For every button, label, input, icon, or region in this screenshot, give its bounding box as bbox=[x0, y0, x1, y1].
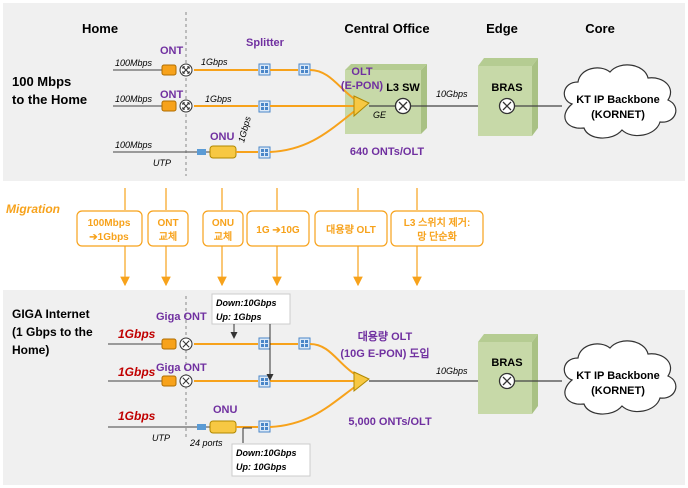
bottom-splitter-icon-4 bbox=[258, 420, 271, 433]
migration-box-5 bbox=[314, 210, 388, 247]
core-cloud-bottom-line2: (KORNET) bbox=[591, 385, 645, 397]
top-row-label-1: 100 Mbps bbox=[12, 74, 71, 89]
migration-box-2 bbox=[147, 210, 189, 247]
olt-label-bottom-1: 대용량 OLT bbox=[358, 329, 413, 343]
ge-label: GE bbox=[373, 110, 387, 120]
top-speed-1: 100Mbps bbox=[115, 58, 153, 68]
top-speed-2: 100Mbps bbox=[115, 94, 153, 104]
header-home: Home bbox=[82, 21, 118, 36]
bottom-olt-caption: 5,000 ONTs/OLT bbox=[348, 416, 432, 428]
ont-router-icon-1 bbox=[179, 63, 193, 77]
top-uplink-label: 10Gbps bbox=[436, 89, 468, 99]
migration-box-4 bbox=[246, 210, 310, 247]
olt-label-top-1: OLT bbox=[351, 66, 372, 78]
callout-bottom-line1: Down:10Gbps bbox=[236, 448, 297, 458]
top-gbps-1: 1Gbps bbox=[201, 57, 228, 67]
bras-label-bottom: BRAS bbox=[491, 357, 522, 369]
core-cloud-bottom-line1: KT IP Backbone bbox=[576, 370, 660, 382]
callout-bottom-line2: Up: 10Gbps bbox=[236, 462, 287, 472]
ont-router-icon-2 bbox=[179, 99, 193, 113]
olt-label-bottom-2: (10G E-PON) 도입 bbox=[340, 347, 429, 360]
core-cloud-bottom bbox=[563, 340, 677, 415]
bras-label-top: BRAS bbox=[491, 82, 522, 94]
callout-top bbox=[211, 293, 291, 325]
migration-label: Migration bbox=[6, 202, 60, 216]
bottom-row-label-2: (1 Gbps to the bbox=[12, 325, 93, 339]
core-cloud-top bbox=[563, 64, 677, 139]
bottom-splitter-icon-2 bbox=[298, 337, 311, 350]
utp-port-icon bbox=[197, 149, 206, 155]
bottom-row-label-3: Home) bbox=[12, 343, 49, 357]
l3sw-label: L3 SW bbox=[386, 82, 420, 94]
migration-box-6-line2: 망 단순화 bbox=[417, 230, 457, 243]
header-edge: Edge bbox=[486, 21, 518, 36]
giga-ont-device-1 bbox=[161, 338, 177, 350]
migration-box-4-line1: 1G ➔10G bbox=[256, 225, 300, 236]
bottom-utp-label: UTP bbox=[152, 433, 170, 443]
core-cloud-top-line2: (KORNET) bbox=[591, 109, 645, 121]
bottom-splitter-icon-1 bbox=[258, 337, 271, 350]
bottom-uplink-label: 10Gbps bbox=[436, 366, 468, 376]
ont-label-2: ONT bbox=[160, 89, 184, 101]
splitter-icon-2 bbox=[298, 63, 311, 76]
bottom-gbps-3: 1Gbps bbox=[118, 409, 156, 423]
olt-device-top bbox=[353, 95, 370, 118]
bottom-row-label-1: GIGA Internet bbox=[12, 307, 90, 321]
migration-box-3-line2: 교체 bbox=[214, 230, 232, 243]
giga-ont-label-2: Giga ONT bbox=[156, 362, 207, 374]
migration-box-6 bbox=[390, 210, 484, 247]
onu-device bbox=[209, 145, 237, 159]
bottom-gbps-1: 1Gbps bbox=[118, 327, 156, 341]
migration-box-3 bbox=[202, 210, 244, 247]
header-core: Core bbox=[585, 21, 615, 36]
giga-ont-router-icon-1 bbox=[179, 337, 193, 351]
splitter-label: Splitter bbox=[246, 37, 285, 49]
giga-ont-label-1: Giga ONT bbox=[156, 311, 207, 323]
migration-box-1 bbox=[76, 210, 143, 247]
giga-ont-router-icon-2 bbox=[179, 374, 193, 388]
migration-box-3-line1: ONU bbox=[212, 218, 234, 229]
olt-device-bottom bbox=[353, 371, 370, 393]
top-utp-label: UTP bbox=[153, 158, 171, 168]
top-olt-caption: 640 ONTs/OLT bbox=[350, 146, 424, 158]
migration-box-6-line1: L3 스위치 제거: bbox=[404, 216, 471, 229]
ont-label-1: ONT bbox=[160, 45, 184, 57]
migration-box-1-line1: 100Mbps bbox=[88, 218, 131, 229]
onu-label: ONU bbox=[210, 131, 235, 143]
callout-bottom bbox=[231, 443, 311, 477]
top-row-label-2: to the Home bbox=[12, 92, 87, 107]
header-central-office: Central Office bbox=[344, 21, 429, 36]
giga-ont-device-2 bbox=[161, 375, 177, 387]
migration-box-2-line2: 교체 bbox=[159, 230, 177, 243]
bras-router-icon-top bbox=[498, 97, 516, 115]
bottom-utp-port-icon bbox=[197, 424, 206, 430]
bras-router-icon-bottom bbox=[498, 372, 516, 390]
splitter-icon-1 bbox=[258, 63, 271, 76]
splitter-icon-3 bbox=[258, 100, 271, 113]
ont-device-1 bbox=[161, 64, 177, 76]
bottom-onu-device bbox=[209, 420, 237, 434]
migration-arrows bbox=[120, 188, 422, 287]
migration-box-1-line2: ➔1Gbps bbox=[89, 232, 129, 243]
ports-label: 24 ports bbox=[189, 438, 223, 448]
ont-device-2 bbox=[161, 100, 177, 112]
top-speed-3: 100Mbps bbox=[115, 140, 153, 150]
migration-box-5-line1: 대용량 OLT bbox=[326, 223, 376, 236]
splitter-icon-4 bbox=[258, 146, 271, 159]
bottom-splitter-icon-3 bbox=[258, 375, 271, 388]
callout-top-line2: Up: 1Gbps bbox=[216, 312, 262, 322]
top-gbps-2: 1Gbps bbox=[205, 94, 232, 104]
olt-label-top-2: (E-PON) bbox=[341, 80, 384, 92]
core-cloud-top-line1: KT IP Backbone bbox=[576, 94, 660, 106]
bottom-gbps-2: 1Gbps bbox=[118, 365, 156, 379]
migration-box-2-line1: ONT bbox=[157, 218, 178, 229]
bottom-onu-label: ONU bbox=[213, 404, 238, 416]
callout-top-line1: Down:10Gbps bbox=[216, 298, 277, 308]
